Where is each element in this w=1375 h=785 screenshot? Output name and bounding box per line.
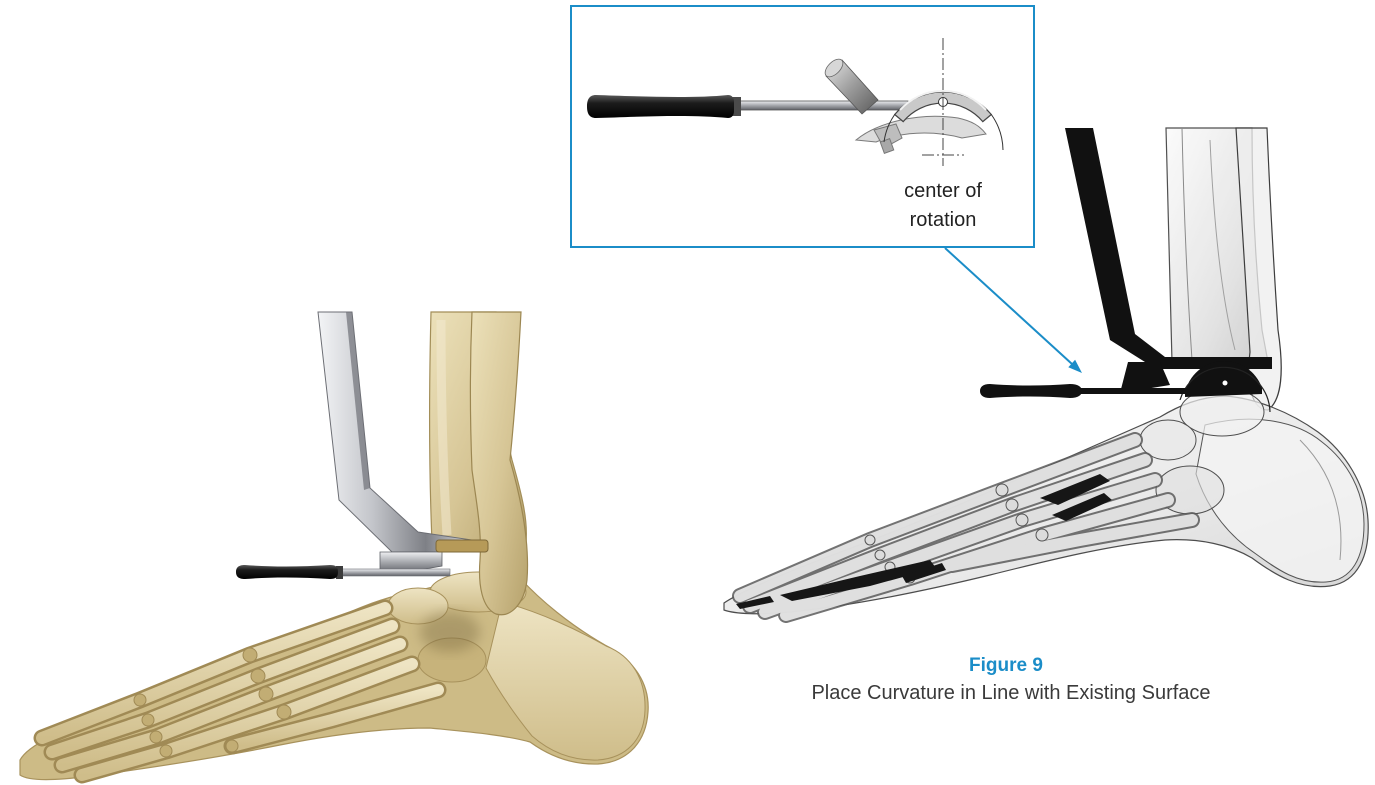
inset-label-line2: rotation xyxy=(910,209,977,231)
inset-detail: center of rotation xyxy=(571,6,1034,247)
figure-number: Figure 9 xyxy=(969,655,1043,676)
figure-caption: Place Curvature in Line with Existing Su… xyxy=(811,682,1210,704)
left-ankle-illustration xyxy=(20,312,648,780)
left-cutting-block xyxy=(436,540,488,552)
inset-label-line1: center of xyxy=(904,180,982,202)
left-fibula xyxy=(471,312,528,615)
callout-arrow xyxy=(945,248,1082,373)
right-calcaneus xyxy=(1196,419,1364,582)
inset-handle xyxy=(587,95,734,118)
inset-rod xyxy=(740,101,908,110)
right-instrument-handle xyxy=(980,384,1082,398)
